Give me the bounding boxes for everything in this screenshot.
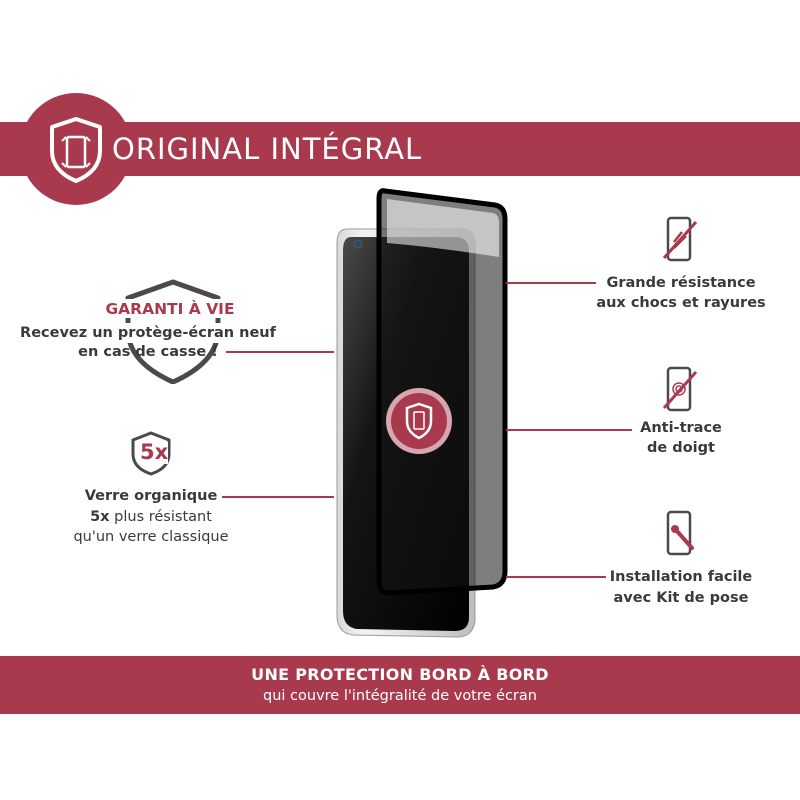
connector-line xyxy=(506,429,632,431)
resistance-line2: aux chocs et rayures xyxy=(596,295,766,311)
five-x-badge: 5x xyxy=(140,440,169,464)
install-line1: Installation facile xyxy=(609,569,753,585)
header-badge xyxy=(20,93,132,205)
anti-trace-line2: de doigt xyxy=(647,440,715,456)
guarantee-line2: en cas de casse ! xyxy=(78,344,218,360)
resistance-line1: Grande résistance xyxy=(606,275,756,291)
guarantee-title: GARANTI À VIE xyxy=(105,300,235,318)
install-line2: avec Kit de pose xyxy=(613,590,749,606)
header-title: ORIGINAL INTÉGRAL xyxy=(112,132,423,166)
footer-subtitle: qui couvre l'intégralité de votre écran xyxy=(263,688,537,704)
footer-banner: UNE PROTECTION BORD À BORD qui couvre l'… xyxy=(0,656,800,714)
connector-line xyxy=(506,576,606,578)
connector-line xyxy=(226,351,334,353)
phone-scratch-icon xyxy=(662,216,698,262)
header-banner xyxy=(0,122,800,176)
phone-illustration xyxy=(336,188,508,638)
organic-glass-title: Verre organique xyxy=(84,488,218,504)
phone-wrench-icon xyxy=(666,510,694,556)
guarantee-title-box: GARANTI À VIE xyxy=(70,299,270,318)
connector-line xyxy=(222,496,334,498)
organic-glass-rest: plus résistant xyxy=(109,509,212,525)
shield-phone-icon xyxy=(50,117,102,183)
organic-glass-line1: 5x plus résistant xyxy=(60,507,242,527)
footer-title: UNE PROTECTION BORD À BORD xyxy=(251,665,549,684)
guarantee-line1: Recevez un protège-écran neuf xyxy=(12,323,284,343)
anti-trace-line1: Anti-trace xyxy=(640,420,722,436)
organic-glass-bold: 5x xyxy=(90,509,110,525)
organic-glass-line2: qu'un verre classique xyxy=(73,529,229,545)
shield-5x-icon xyxy=(131,431,171,476)
connector-line xyxy=(506,282,596,284)
phone-fingerprint-icon xyxy=(662,366,698,412)
